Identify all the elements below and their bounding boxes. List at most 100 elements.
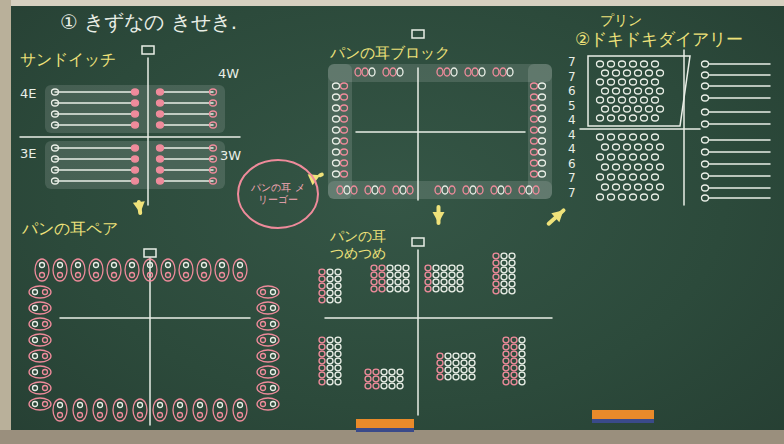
dancer-mark	[335, 358, 341, 364]
dancer-mark	[372, 186, 378, 194]
dancer-mark	[198, 413, 203, 418]
dancer-mark	[608, 61, 615, 67]
dancer-mark	[341, 149, 348, 155]
dancer-mark	[389, 383, 395, 389]
dancer-mark	[210, 178, 217, 184]
dancer-mark	[539, 149, 546, 155]
dancer-mark	[461, 360, 467, 366]
dancer-mark	[602, 164, 609, 170]
dancer-mark	[597, 61, 604, 67]
dancer-mark	[702, 109, 709, 115]
dancer-mark	[511, 344, 517, 350]
dancer-mark	[641, 174, 648, 180]
dancer-mark	[493, 274, 499, 280]
dancer-mark	[441, 265, 447, 271]
dancer-mark	[43, 402, 48, 407]
dancer-mark	[509, 260, 515, 266]
chalk-line	[417, 68, 419, 200]
dancer-mark	[333, 83, 340, 89]
dancer-mark	[509, 253, 515, 259]
dancer-mark	[539, 160, 546, 166]
dancer-mark	[98, 413, 103, 418]
dancer-mark	[238, 263, 243, 268]
dancer-mark	[335, 372, 341, 378]
dancer-mark	[233, 259, 247, 281]
dancer-mark	[501, 260, 507, 266]
dancer-mark	[319, 365, 325, 371]
dancer-mark	[397, 383, 403, 389]
dancer-mark	[29, 318, 51, 330]
dancer-mark	[257, 286, 279, 298]
dancer-mark	[319, 344, 325, 350]
dancer-mark	[261, 370, 266, 375]
dancer-mark	[133, 399, 147, 421]
dancer-mark	[433, 279, 439, 285]
dancer-mark	[641, 79, 648, 85]
formation-panel: パンの耳ブロック	[322, 40, 555, 205]
dancer-mark	[198, 403, 203, 408]
dancer-mark	[333, 116, 340, 122]
dancer-mark	[445, 353, 451, 359]
dancer-mark	[519, 186, 525, 194]
dancer-mark	[202, 273, 207, 278]
dancer-mark	[624, 70, 631, 76]
dancer-mark	[157, 122, 164, 128]
dancer-mark	[500, 68, 506, 76]
dancer-mark	[449, 286, 455, 292]
dancer-mark	[33, 370, 38, 375]
dancer-mark	[469, 360, 475, 366]
dancer-mark	[519, 365, 525, 371]
dancer-mark	[509, 281, 515, 287]
dancer-mark	[33, 290, 38, 295]
dancer-mark	[29, 334, 51, 346]
dancer-mark	[533, 186, 539, 194]
dancer-mark	[371, 286, 377, 292]
dancer-mark	[519, 351, 525, 357]
dancer-mark	[702, 121, 709, 127]
front-marker	[412, 30, 424, 38]
dancer-mark	[210, 156, 217, 162]
dancer-mark	[335, 290, 341, 296]
dancer-mark	[503, 337, 509, 343]
dancer-mark	[202, 263, 207, 268]
dancer-mark	[118, 403, 123, 408]
dancer-mark	[118, 413, 123, 418]
flow-arrow	[549, 210, 564, 223]
dancer-mark	[519, 337, 525, 343]
dancer-mark	[383, 68, 389, 76]
dancer-mark	[433, 265, 439, 271]
dancer-mark	[197, 259, 211, 281]
dancer-mark	[379, 272, 385, 278]
dancer-mark	[461, 367, 467, 373]
dancer-mark	[362, 68, 368, 76]
dancer-mark	[493, 253, 499, 259]
dancer-mark	[333, 149, 340, 155]
dancer-mark	[531, 171, 538, 177]
dancer-mark	[341, 171, 348, 177]
dancer-mark	[333, 127, 340, 133]
dancer-mark	[635, 88, 642, 94]
dancer-mark	[531, 149, 538, 155]
dancer-mark	[602, 144, 609, 150]
dancer-mark	[33, 402, 38, 407]
dancer-mark	[327, 372, 333, 378]
dancer-mark	[441, 272, 447, 278]
dancer-mark	[393, 186, 399, 194]
dancer-mark	[327, 297, 333, 303]
dancer-mark	[327, 276, 333, 282]
dancer-mark	[395, 279, 401, 285]
chalk-smudge	[528, 64, 552, 199]
dancer-mark	[93, 399, 107, 421]
row-label: 4E	[20, 86, 37, 102]
dancer-mark	[355, 68, 361, 76]
dancer-mark	[341, 83, 348, 89]
chalk-line	[160, 91, 213, 93]
dancer-mark	[319, 297, 325, 303]
dancer-mark	[511, 358, 517, 364]
formation-name: サンドイッチ	[20, 50, 116, 69]
dancer-mark	[166, 263, 171, 268]
arrow-shaft	[320, 172, 322, 177]
dancer-mark	[387, 265, 393, 271]
dancer-mark	[509, 274, 515, 280]
dancer-mark	[437, 353, 443, 359]
